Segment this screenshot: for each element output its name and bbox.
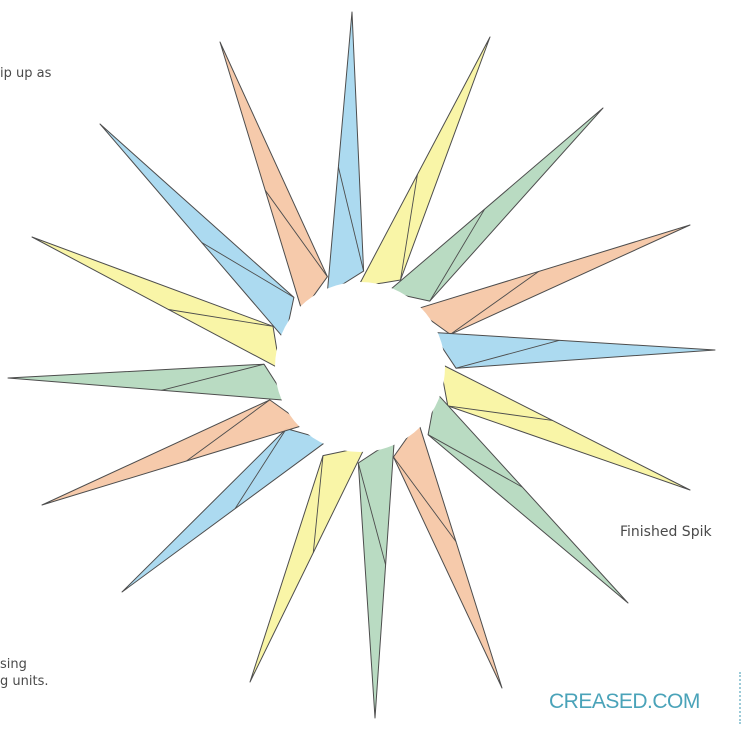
spike-crease-15: [201, 242, 295, 298]
finished-spike-caption: Finished Spik: [620, 524, 712, 540]
star-spike-15: [99, 123, 295, 340]
star-spike-12: [41, 399, 306, 506]
spike-crease-2: [400, 174, 418, 281]
spike-crease-9: [357, 462, 387, 565]
spike-crease-13: [161, 363, 265, 391]
center-hole: [275, 282, 445, 452]
spike-crease-16: [264, 190, 328, 277]
dotted-divider: [739, 672, 741, 724]
spike-crease-1: [337, 166, 365, 272]
star-spikes: [7, 11, 716, 719]
caption-bottom-line-2: g units.: [0, 674, 49, 689]
spike-crease-8: [393, 456, 457, 542]
caption-bottom-line-1: sing: [0, 657, 27, 672]
star-spike-16: [219, 41, 328, 313]
spike-crease-4: [450, 270, 540, 335]
star-spike-6: [439, 363, 691, 491]
spike-crease-11: [234, 428, 287, 509]
star-spike-9: [357, 438, 395, 719]
star-spike-5: [431, 331, 716, 369]
star-spike-2: [357, 36, 491, 288]
spike-crease-7: [427, 434, 523, 488]
spike-crease-5: [455, 339, 560, 369]
creased-brand-text: CREASED.COM: [549, 690, 700, 713]
star-spike-11: [121, 428, 329, 593]
spike-crease-3: [429, 208, 485, 302]
spike-crease-14: [168, 309, 274, 327]
star-spike-14: [31, 236, 281, 370]
spike-crease-6: [447, 405, 553, 421]
star-spike-4: [414, 224, 691, 335]
star-spike-13: [7, 363, 288, 401]
caption-top-fragment: ip up as: [0, 66, 52, 81]
spike-crease-12: [186, 399, 271, 462]
spike-crease-10: [312, 455, 324, 553]
star-spike-8: [393, 421, 503, 689]
star-spike-3: [387, 107, 604, 302]
star-spike-10: [249, 446, 366, 683]
star-spike-1: [326, 11, 365, 295]
star-spike-7: [427, 391, 629, 604]
caption-bottom-fragment: sing g units.: [0, 656, 48, 690]
